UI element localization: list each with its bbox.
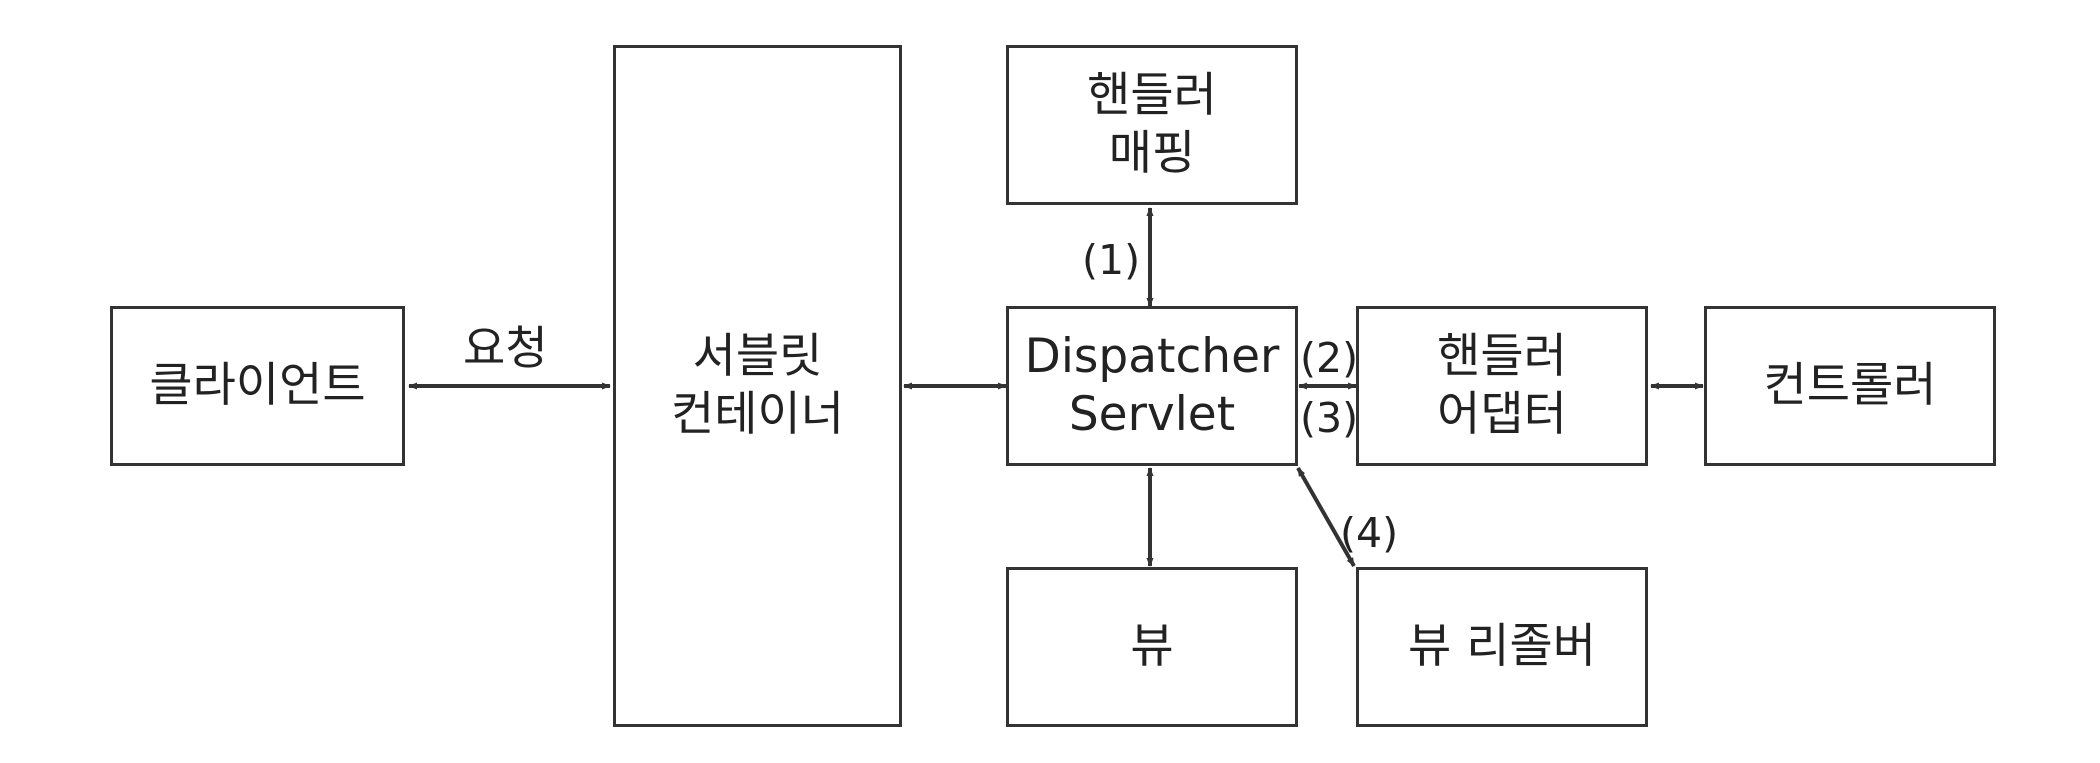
dispatcher-servlet-box: Dispatcher Servlet [1006, 306, 1298, 466]
arrow-dispatcher-view-resolver [1296, 467, 1356, 567]
servlet-container-label-line-2: 컨테이너 [671, 387, 844, 442]
dispatcher-servlet-label-line-1: Dispatcher [1024, 329, 1280, 384]
handler-mapping-box: 핸들러 매핑 [1006, 45, 1298, 205]
handler-adapter-box: 핸들러 어댑터 [1356, 306, 1648, 466]
controller-box: 컨트롤러 [1704, 306, 1996, 466]
handler-adapter-label-line-2: 어댑터 [1437, 387, 1567, 442]
step-3-label: (3) [1300, 394, 1359, 442]
client-box: 클라이언트 [110, 306, 405, 466]
view-resolver-label-line-1: 뷰 리졸버 [1408, 619, 1596, 674]
servlet-container-box: 서블릿 컨테이너 [613, 45, 902, 727]
view-label-line-1: 뷰 [1130, 619, 1174, 674]
client-label-line-1: 클라이언트 [149, 358, 366, 413]
handler-mapping-label-line-2: 매핑 [1108, 126, 1196, 181]
servlet-container-label-line-1: 서블릿 [692, 329, 823, 384]
step-4-label: (4) [1340, 509, 1399, 557]
view-resolver-box: 뷰 리졸버 [1356, 567, 1648, 727]
handler-mapping-label-line-1: 핸들러 [1087, 68, 1217, 123]
dispatcher-servlet-label-line-2: Servlet [1068, 387, 1236, 442]
view-box: 뷰 [1006, 567, 1298, 727]
step-2-label: (2) [1300, 334, 1359, 382]
step-1-label: (1) [1082, 236, 1141, 284]
request-label: 요청 [463, 321, 548, 375]
controller-label-line-1: 컨트롤러 [1763, 358, 1937, 413]
handler-adapter-label-line-1: 핸들러 [1437, 329, 1567, 384]
